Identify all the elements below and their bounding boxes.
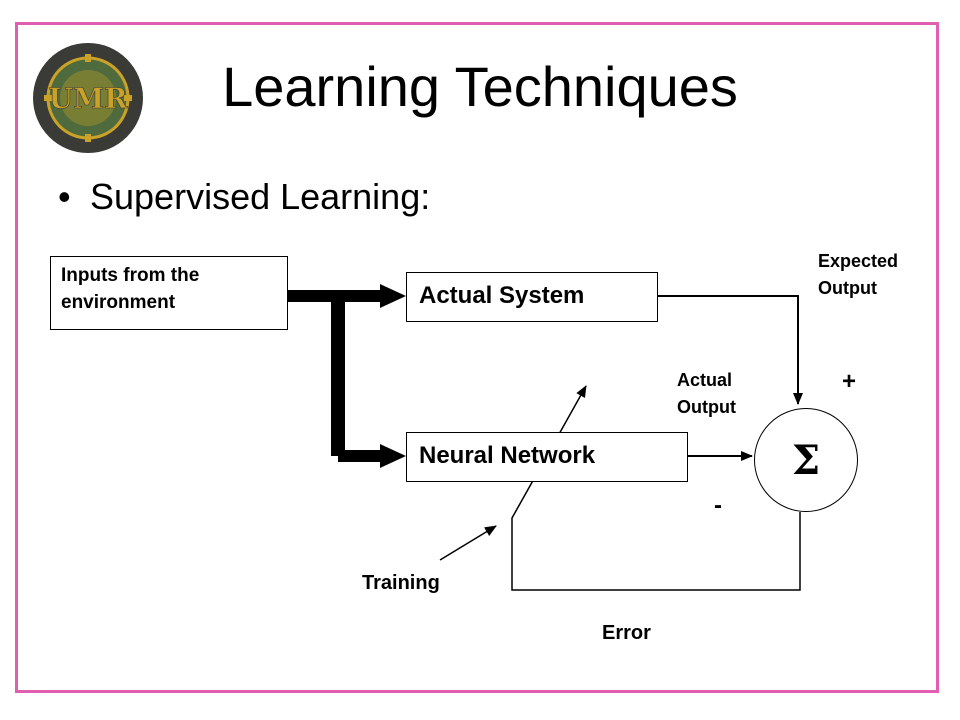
expected-output-label: Expected Output xyxy=(818,248,898,302)
svg-text:UMR: UMR xyxy=(49,82,128,115)
university-seal-logo: UMR xyxy=(33,43,143,153)
training-label: Training xyxy=(362,572,440,594)
expected-output-line1: Expected xyxy=(818,251,899,271)
actual-system-box: Actual System xyxy=(406,272,658,322)
inputs-label-line2: environment xyxy=(61,291,176,313)
bullet-dot-icon: • xyxy=(58,176,71,217)
error-label: Error xyxy=(602,622,651,644)
actual-output-label: Actual Output xyxy=(677,367,736,421)
actual-system-label: Actual System xyxy=(419,282,585,309)
minus-sign: - xyxy=(714,492,722,519)
bullet-text: Supervised Learning: xyxy=(90,176,431,217)
inputs-box: Inputs from the environment xyxy=(50,256,288,330)
actual-output-line1: Actual xyxy=(677,370,733,390)
expected-output-line2: Output xyxy=(818,278,877,298)
summation-node: Σ xyxy=(754,408,858,512)
plus-sign: + xyxy=(842,368,857,395)
input-arrowhead-neural xyxy=(380,444,406,468)
training-arrow xyxy=(439,525,497,561)
expected-output-wire xyxy=(658,295,803,405)
input-arrowhead-actual xyxy=(380,284,406,308)
sigma-symbol: Σ xyxy=(791,436,821,484)
error-feedback-wire xyxy=(511,385,801,591)
neural-network-box: Neural Network xyxy=(406,432,688,482)
actual-output-line2: Output xyxy=(677,397,736,417)
slide-title: Learning Techniques xyxy=(222,55,738,118)
neural-network-label: Neural Network xyxy=(419,442,596,469)
bullet-supervised-learning: • Supervised Learning: xyxy=(58,176,430,218)
slide-frame xyxy=(15,22,939,693)
inputs-label-line1: Inputs from the xyxy=(61,265,200,286)
